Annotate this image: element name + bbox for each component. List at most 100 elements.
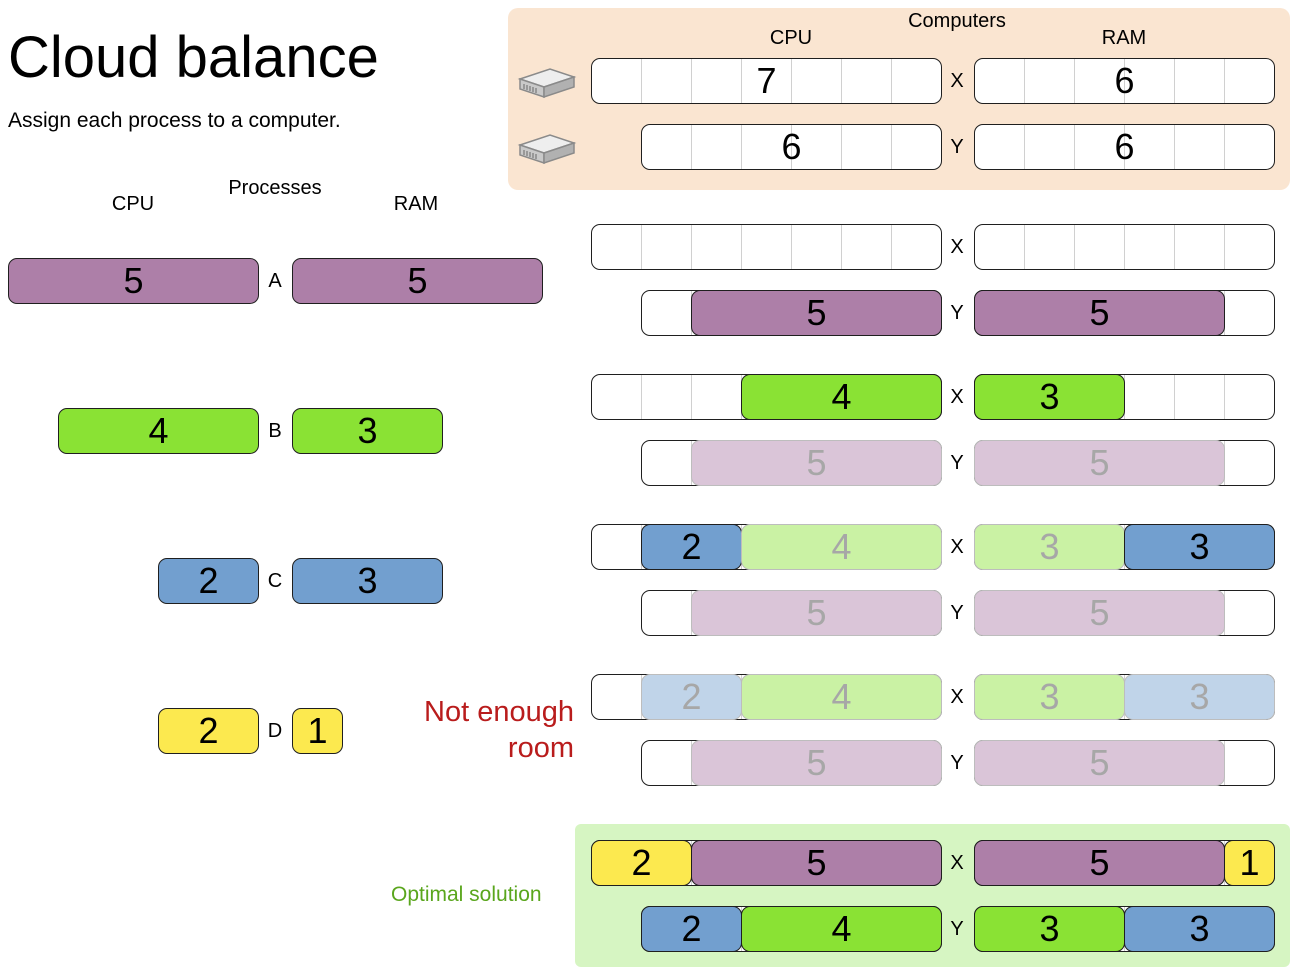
computer-y-label: Y [950,452,964,474]
capacity-tick [691,59,692,103]
computer-y-label: Y [950,602,964,624]
process-a-ram-block: 5 [292,258,543,304]
capacity-tick [791,59,792,103]
ram-capacity-value: 6 [1114,60,1135,101]
capacity-tick [1074,125,1075,169]
capacity-tick [791,225,792,269]
capacity-tick [1124,125,1125,169]
capacity-tick [691,225,692,269]
computer-y-ram-capacity: 6 [974,124,1275,170]
process-d-cpu-block: 2 [591,840,692,886]
process-c-cpu-block: 2 [641,906,742,952]
computer-x-ram-capacity: 6 [974,58,1275,104]
capacity-tick [691,375,692,419]
process-b-ram-block: 3 [974,906,1125,952]
capacity-tick [741,125,742,169]
capacity-tick [841,225,842,269]
capacity-tick [1174,59,1175,103]
server-icon [516,63,578,101]
process-c-ram-block: 3 [1124,674,1275,720]
process-b-cpu-block: 4 [741,374,942,420]
computer-x-label: X [950,536,964,558]
capacity-tick [1024,125,1025,169]
process-b-cpu-block: 4 [741,906,942,952]
computer-y-label: Y [950,752,964,774]
capacity-tick [1174,125,1175,169]
capacity-tick [1124,225,1125,269]
page-title: Cloud balance [8,25,379,90]
process-b-label: B [268,420,282,442]
process-a-ram-block: 5 [974,290,1225,336]
computer-y-label: Y [950,136,964,158]
step-1-x-ram-bin [974,224,1275,270]
process-c-ram-block: 3 [1124,906,1275,952]
not-enough-room-note: Not enough room [424,696,574,764]
capacity-tick [1224,59,1225,103]
capacity-tick [1024,59,1025,103]
ram-capacity-value: 6 [1114,126,1135,167]
capacity-tick [741,59,742,103]
process-a-ram-block: 5 [974,840,1225,886]
process-d-ram-block: 1 [1224,840,1275,886]
capacity-tick [791,125,792,169]
process-c-cpu-block: 2 [641,524,742,570]
process-a-cpu-block: 5 [691,290,942,336]
process-a-cpu-block: 5 [691,840,942,886]
step-1-x-cpu-bin [591,224,942,270]
process-a-cpu-block: 5 [8,258,259,304]
process-c-ram-block: 3 [1124,524,1275,570]
capacity-tick [741,225,742,269]
capacity-tick [891,125,892,169]
capacity-tick [1224,375,1225,419]
process-a-ram-block: 5 [974,740,1225,786]
computers-ram-header: RAM [1101,27,1147,49]
capacity-tick [691,125,692,169]
capacity-tick [641,375,642,419]
capacity-tick [1174,225,1175,269]
computers-heading: Computers [908,10,1006,32]
capacity-tick [1074,225,1075,269]
process-a-ram-block: 5 [974,590,1225,636]
process-c-label: C [267,570,283,592]
computer-y-label: Y [950,302,964,324]
computer-x-label: X [950,70,964,92]
capacity-tick [1024,225,1025,269]
process-d-ram-block: 1 [292,708,343,754]
server-icon [516,129,578,167]
process-a-cpu-block: 5 [691,740,942,786]
process-c-cpu-block: 2 [158,558,259,604]
process-d-label: D [267,720,283,742]
process-b-cpu-block: 4 [741,674,942,720]
capacity-tick [891,59,892,103]
capacity-tick [1174,375,1175,419]
process-b-ram-block: 3 [974,374,1125,420]
capacity-tick [1124,59,1125,103]
computer-x-label: X [950,236,964,258]
processes-ram-header: RAM [393,193,439,215]
process-c-ram-block: 3 [292,558,443,604]
process-a-label: A [268,270,282,292]
optimal-solution-label: Optimal solution [391,883,542,906]
process-d-cpu-block: 2 [158,708,259,754]
computer-x-label: X [950,686,964,708]
process-a-ram-block: 5 [974,440,1225,486]
processes-heading: Processes [228,177,322,199]
process-a-cpu-block: 5 [691,590,942,636]
capacity-tick [841,59,842,103]
capacity-tick [1224,125,1225,169]
process-a-cpu-block: 5 [691,440,942,486]
process-b-ram-block: 3 [974,524,1125,570]
computer-x-cpu-capacity: 7 [591,58,942,104]
computer-y-label: Y [950,918,964,940]
process-b-ram-block: 3 [292,408,443,454]
capacity-tick [1224,225,1225,269]
process-b-cpu-block: 4 [741,524,942,570]
capacity-tick [841,125,842,169]
cpu-capacity-value: 6 [781,126,802,167]
computer-y-cpu-capacity: 6 [641,124,942,170]
capacity-tick [641,59,642,103]
computers-cpu-header: CPU [769,27,813,49]
process-b-cpu-block: 4 [58,408,259,454]
process-c-cpu-block: 2 [641,674,742,720]
